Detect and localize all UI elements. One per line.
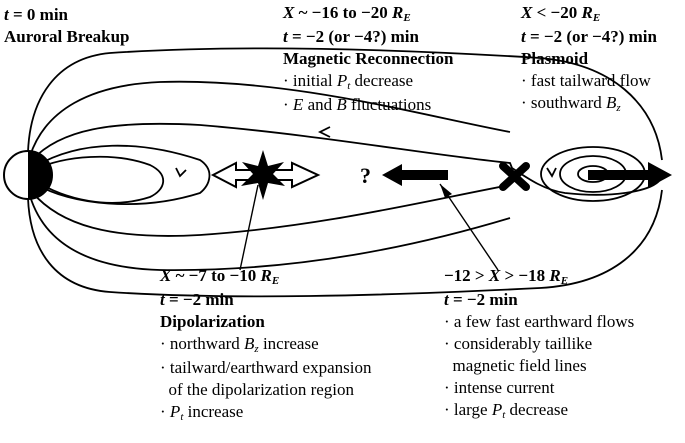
field-line-7 bbox=[29, 195, 511, 271]
dipolarization-title: Dipolarization bbox=[160, 312, 265, 331]
field-lines bbox=[27, 47, 663, 298]
dipolarization-label: X ~ −7 to −10 RE t = −2 min Dipolarizati… bbox=[160, 266, 372, 423]
earthward-flow-arrow bbox=[382, 164, 448, 186]
near-earth-tail-label: −12 > X > −18 RE t = −2 min · a few fast… bbox=[444, 266, 635, 421]
field-line-3 bbox=[31, 122, 661, 196]
reconnection-title: Magnetic Reconnection bbox=[283, 49, 454, 68]
plasmoid-label: X < −20 RE t = −2 (or −4?) min Plasmoid … bbox=[521, 3, 657, 114]
pointer-arrowhead bbox=[440, 184, 452, 198]
plasmoid-title: Plasmoid bbox=[521, 49, 589, 68]
field-line-1 bbox=[27, 47, 663, 161]
pointer-lines bbox=[239, 183, 499, 271]
reconnection-x-mark bbox=[499, 162, 530, 191]
dipolarization-star bbox=[241, 150, 285, 200]
field-line-6 bbox=[31, 184, 511, 237]
field-line-5 bbox=[33, 155, 165, 204]
question-mark: ? bbox=[360, 163, 371, 188]
breakup-label: t = 0 min Auroral Breakup bbox=[4, 5, 130, 46]
field-arrowheads bbox=[175, 126, 557, 178]
field-line-8 bbox=[27, 189, 663, 298]
field-line-4 bbox=[35, 144, 211, 205]
earth bbox=[3, 150, 53, 200]
reconnection-label: X ~ −16 to −20 RE t = −2 (or −4?) min Ma… bbox=[283, 3, 454, 114]
field-line-2 bbox=[29, 80, 511, 157]
breakup-title: Auroral Breakup bbox=[4, 27, 130, 46]
tailward-flow-arrow bbox=[588, 162, 672, 188]
